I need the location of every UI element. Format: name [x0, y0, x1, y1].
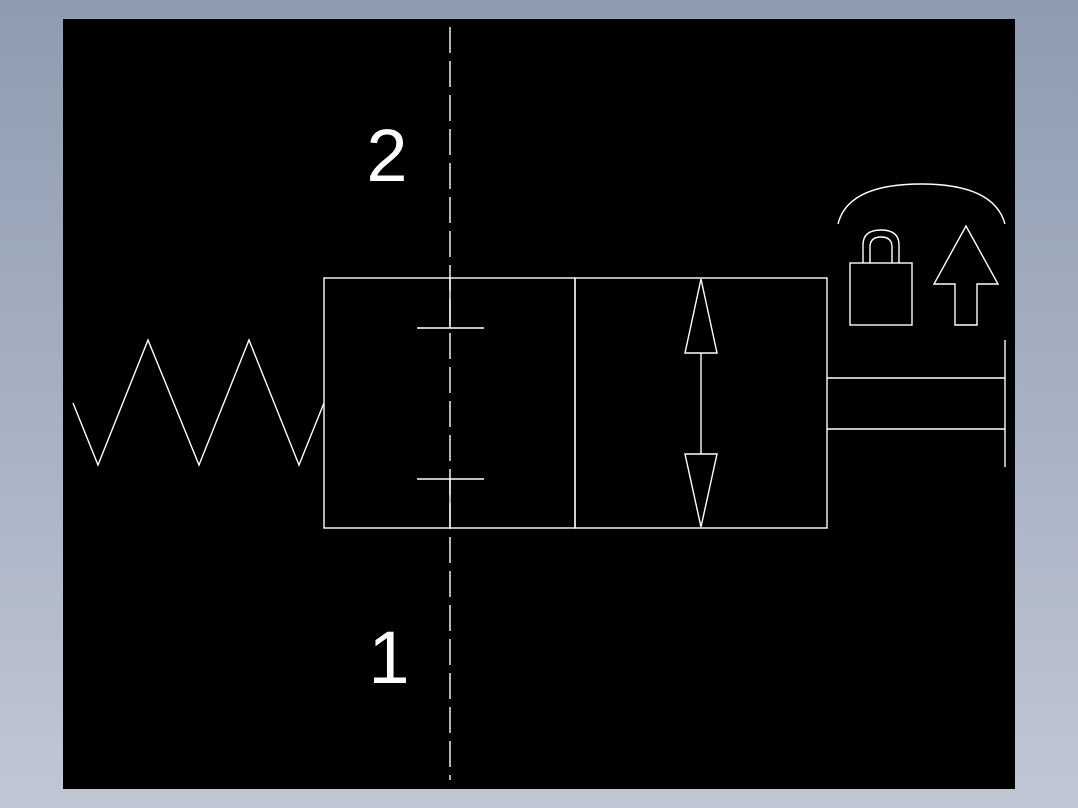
valve-envelope-right: [574, 277, 828, 529]
port-label-2: 2: [366, 114, 407, 197]
blocked-port-bottom: [417, 478, 484, 528]
blocked-port-top: [417, 278, 484, 329]
detent-arc: [837, 183, 1006, 225]
flow-arrow-bidirectional: [684, 278, 718, 528]
port-label-1: 1: [368, 616, 409, 699]
arrow-up-icon: [932, 224, 1000, 326]
push-button-actuator: [827, 340, 1006, 467]
spring-actuator: [72, 338, 325, 467]
lock-icon: [849, 229, 913, 326]
drawing-canvas: [63, 19, 1015, 789]
